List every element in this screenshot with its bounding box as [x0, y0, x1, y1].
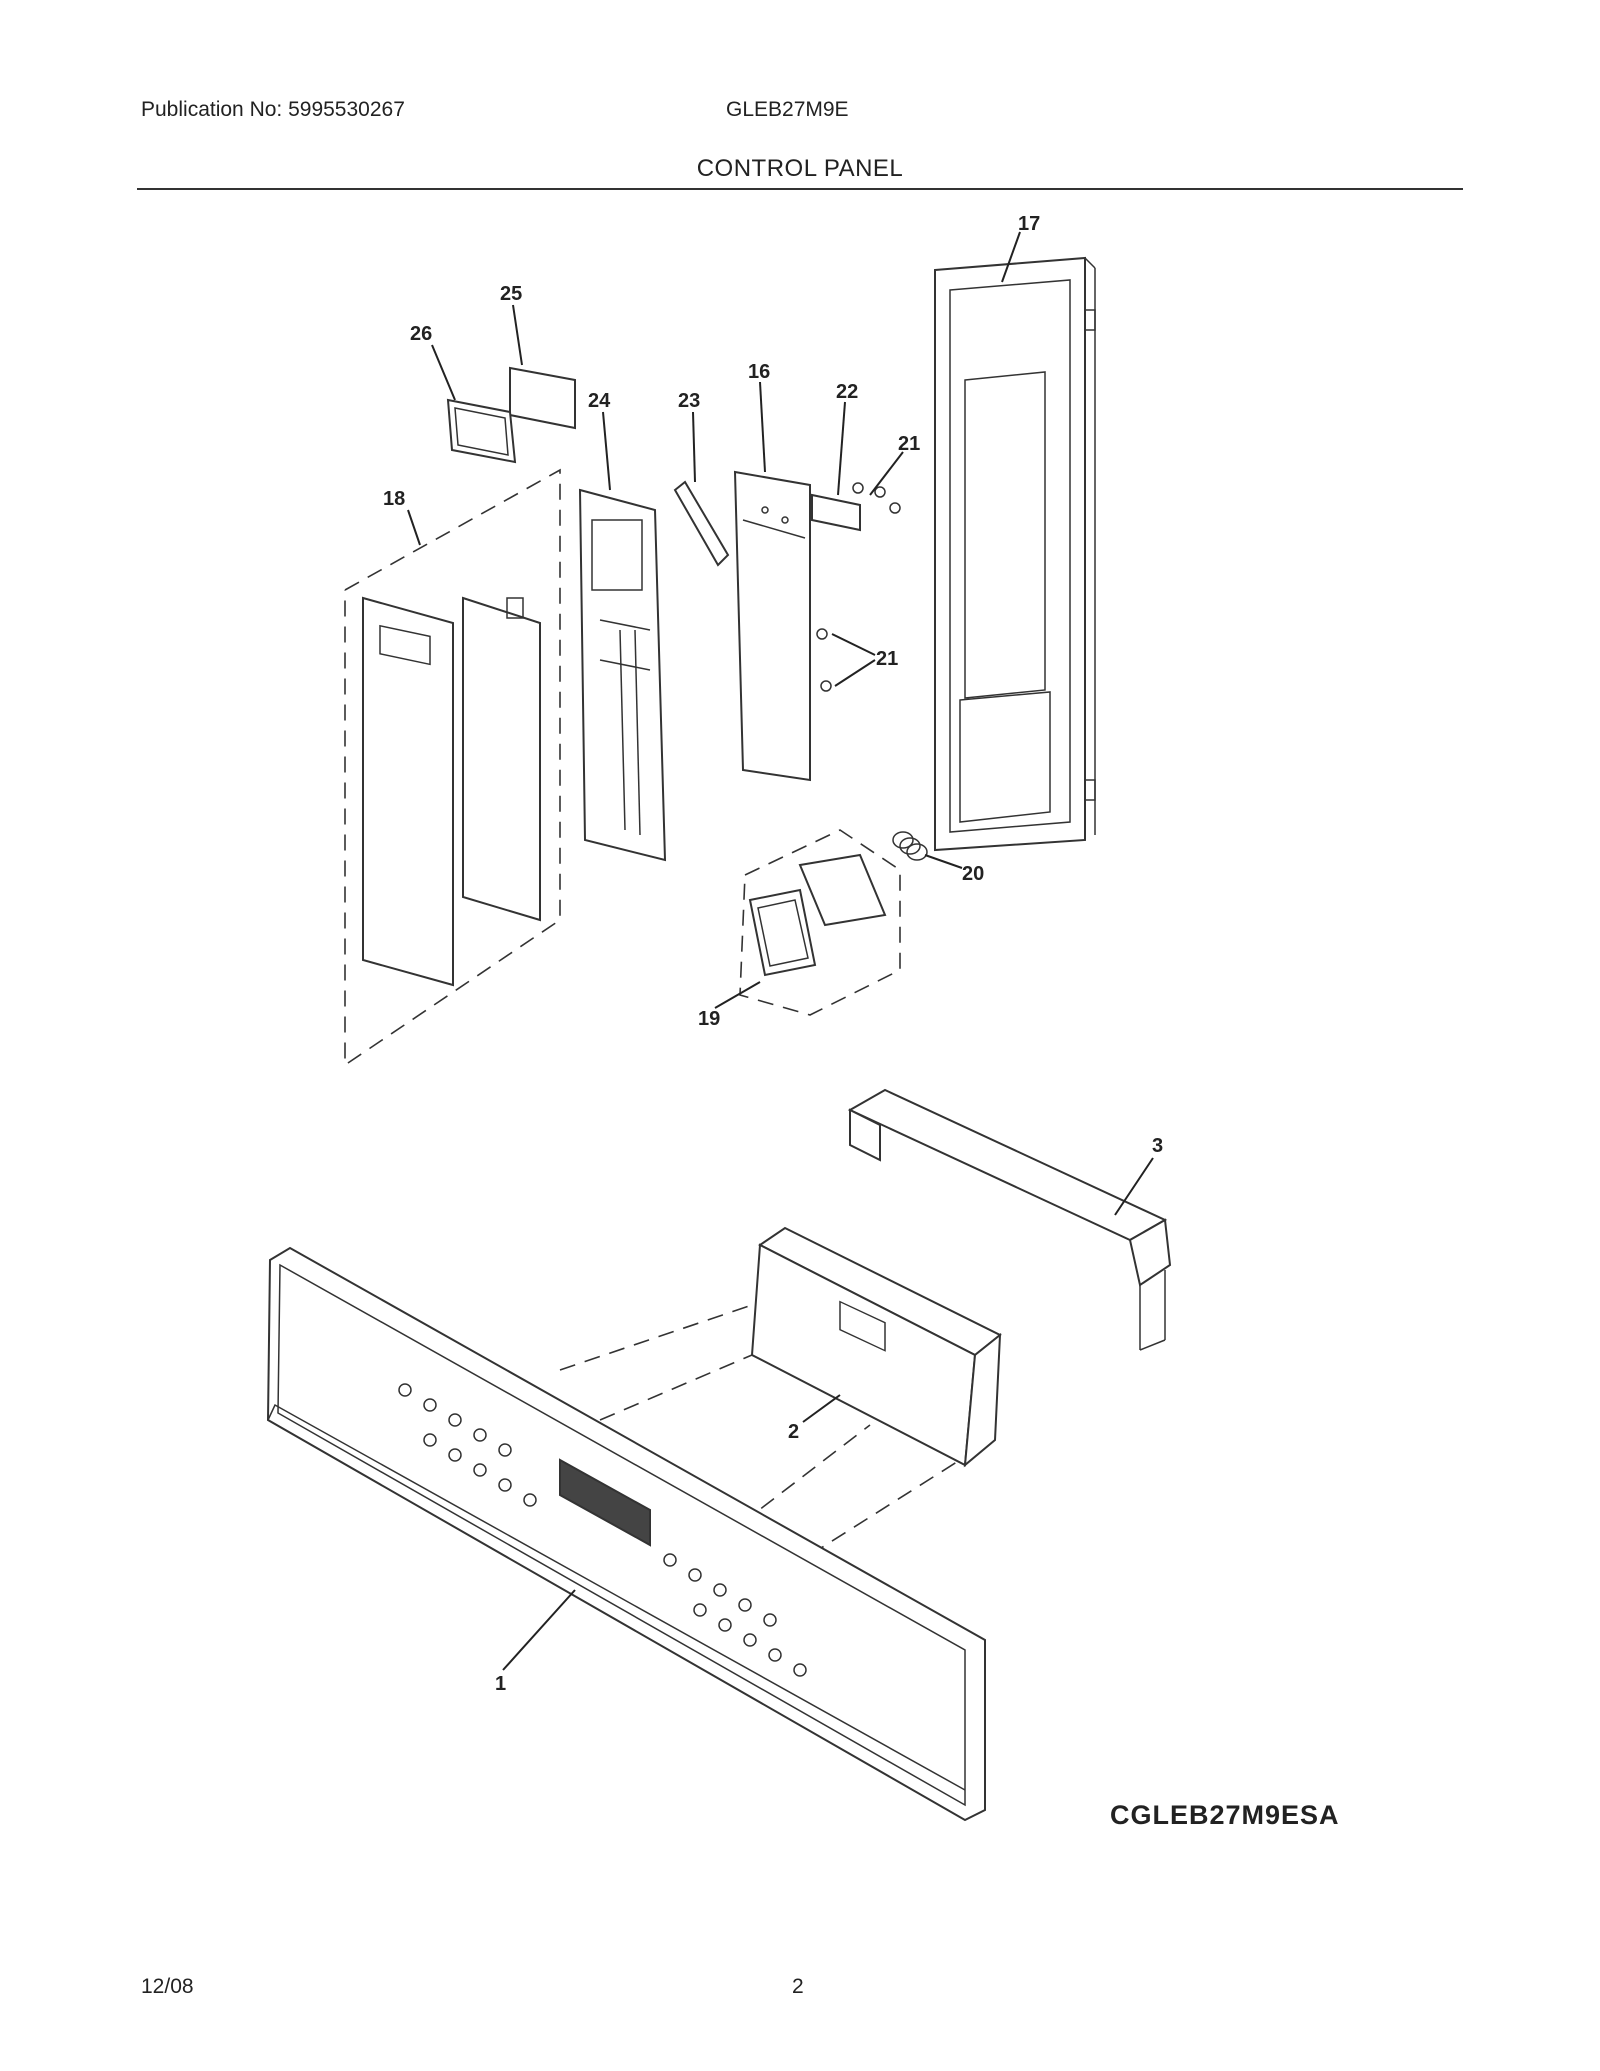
callout-17: 17: [1018, 213, 1040, 235]
callout-2: 2: [788, 1421, 799, 1443]
page-number: 2: [792, 1975, 804, 1998]
drawing-code: CGLEB27M9ESA: [1110, 1800, 1340, 1830]
callout-23: 24: [588, 390, 611, 412]
callout-25: 26: [410, 323, 432, 345]
footer-date: 12/08: [141, 1975, 194, 1998]
part-door-frame: [934, 256, 1096, 852]
callout-1: 1: [495, 1673, 506, 1695]
part-screws: [816, 628, 832, 692]
callout-3: 3: [1152, 1135, 1163, 1157]
part-knob-assembly: [739, 829, 901, 1016]
callout-19: 19: [698, 1008, 720, 1030]
leader-lines: [407, 231, 1154, 1671]
callout-21a: 21: [898, 433, 920, 455]
callout-24: 25: [500, 283, 522, 305]
keypad-buttons: [398, 1383, 807, 1677]
part-light-bar: [673, 480, 730, 567]
callout-22: 23: [678, 390, 700, 412]
callout-26: 22: [836, 381, 858, 403]
callout-labels: 17 25 26 18 24 23 16 22 21 21 20 19 3 2 …: [383, 213, 1163, 1695]
callout-16: 16: [748, 361, 770, 383]
part-keypad-bracket: [578, 488, 667, 862]
publication-number: Publication No: 5995530267: [141, 98, 405, 121]
callout-18: 18: [383, 488, 405, 510]
section-title: CONTROL PANEL: [696, 155, 904, 182]
part-mounting-bracket: [847, 1088, 1172, 1351]
part-spring: [892, 831, 928, 861]
callout-20: 20: [962, 863, 984, 885]
header-rule: [137, 188, 1463, 190]
part-control-panel-fascia: [266, 1246, 986, 1822]
part-overlay-assembly: [344, 468, 561, 1067]
part-bracket-26: [811, 482, 901, 532]
part-window-plates: [446, 366, 576, 464]
callout-21b: 21: [876, 648, 898, 670]
model-number: GLEB27M9E: [726, 98, 849, 121]
part-electronic-control: [559, 1226, 1002, 1556]
part-control-board: [733, 470, 811, 782]
